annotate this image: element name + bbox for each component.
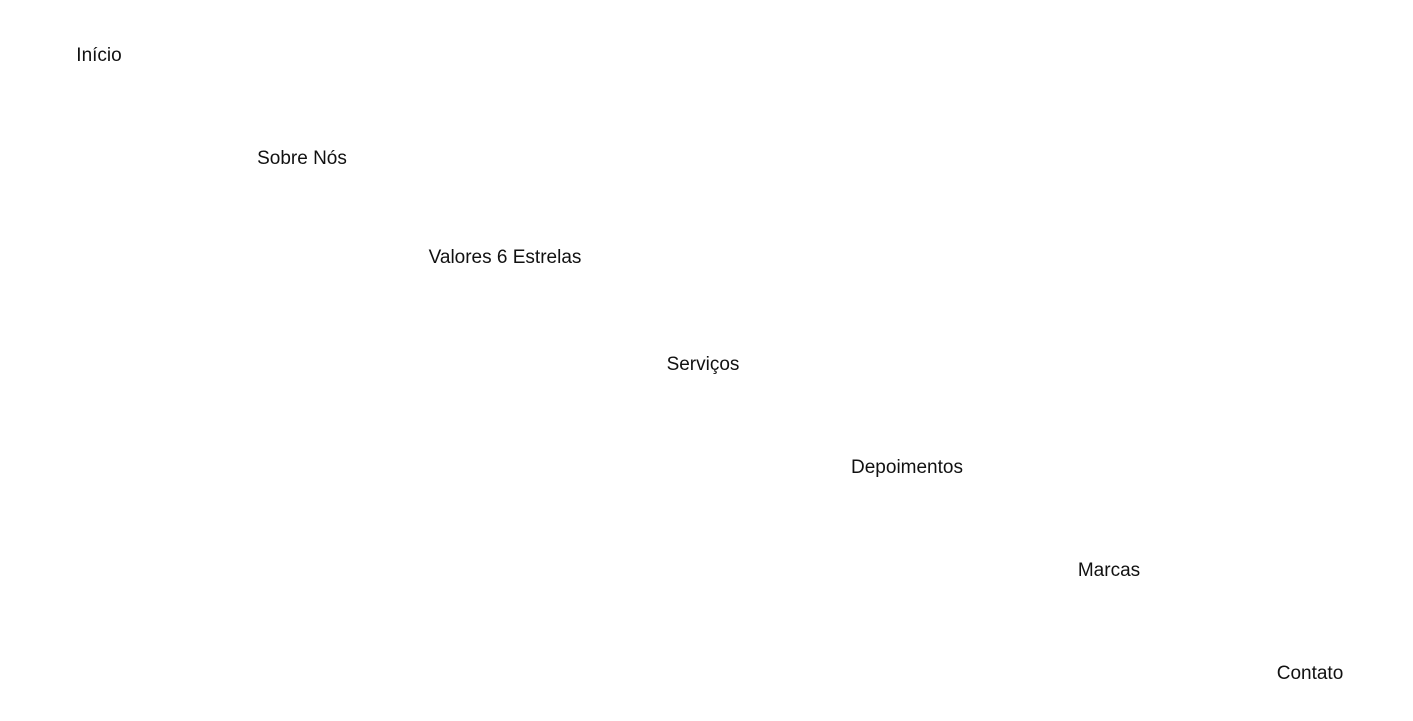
- nav-link-servicos[interactable]: Serviços: [666, 354, 740, 375]
- nav-link-depoimentos[interactable]: Depoimentos: [851, 457, 963, 478]
- nav-link-contato[interactable]: Contato: [1276, 663, 1344, 684]
- nav-link-sobre-nos[interactable]: Sobre Nós: [257, 148, 347, 169]
- nav-link-marcas[interactable]: Marcas: [1077, 560, 1141, 581]
- nav-link-valores[interactable]: Valores 6 Estrelas: [428, 247, 582, 268]
- nav-link-inicio[interactable]: Início: [76, 45, 122, 66]
